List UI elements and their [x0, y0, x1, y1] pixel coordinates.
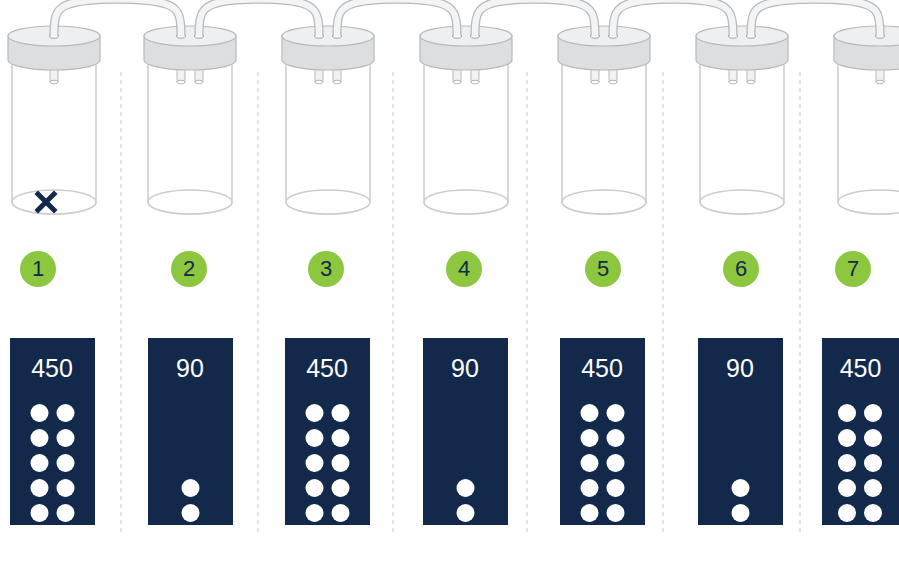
- dot: [305, 504, 323, 522]
- node-text: 450: [285, 338, 370, 381]
- node-text: 90: [423, 338, 508, 381]
- dot: [56, 404, 74, 422]
- dot: [305, 454, 323, 472]
- dot: [331, 504, 349, 522]
- tube: [751, 0, 880, 36]
- tube: [199, 0, 319, 36]
- dot: [580, 429, 598, 447]
- dot: [731, 479, 749, 497]
- dot: [864, 479, 882, 497]
- column-divider: [393, 72, 394, 535]
- dot: [838, 504, 856, 522]
- value-card: 90: [698, 338, 783, 525]
- column-divider: [121, 72, 122, 535]
- column-divider: [663, 72, 664, 535]
- node-text: 7: [847, 258, 859, 280]
- step-number-badge: 3: [308, 251, 344, 287]
- column-divider: [527, 72, 528, 535]
- column-divider: [800, 72, 801, 535]
- step-number-badge: 5: [585, 251, 621, 287]
- bottle: [8, 26, 100, 214]
- dot: [580, 504, 598, 522]
- value-card: 450: [822, 338, 899, 525]
- dot: [456, 504, 474, 522]
- dot: [30, 504, 48, 522]
- column-divider: [258, 72, 259, 535]
- dot: [56, 429, 74, 447]
- dot: [838, 429, 856, 447]
- dot: [30, 454, 48, 472]
- dot: [580, 404, 598, 422]
- node-text: 4: [458, 258, 470, 280]
- step-number-badge: 7: [835, 251, 871, 287]
- dot: [864, 504, 882, 522]
- dot: [56, 454, 74, 472]
- dot: [838, 404, 856, 422]
- value-card: 450: [560, 338, 645, 525]
- dot: [305, 479, 323, 497]
- node-text: 450: [10, 338, 95, 381]
- step-number-badge: 1: [20, 251, 56, 287]
- node-text: 2: [183, 258, 195, 280]
- bottle: [834, 26, 899, 214]
- dot: [181, 479, 199, 497]
- dot: [305, 404, 323, 422]
- tube: [54, 0, 181, 36]
- dot: [606, 429, 624, 447]
- node-text: 450: [560, 338, 645, 381]
- node-text: 90: [148, 338, 233, 381]
- value-card: 450: [285, 338, 370, 525]
- dot: [606, 454, 624, 472]
- node-text: 3: [320, 258, 332, 280]
- dot: [30, 479, 48, 497]
- tube: [475, 0, 595, 36]
- x-marker: [38, 194, 54, 210]
- dot: [838, 479, 856, 497]
- dot: [606, 404, 624, 422]
- value-card: 90: [148, 338, 233, 525]
- bottle: [696, 26, 788, 214]
- bottle: [282, 26, 374, 214]
- dot: [30, 429, 48, 447]
- dot: [331, 404, 349, 422]
- node-text: 1: [32, 258, 44, 280]
- dot: [864, 454, 882, 472]
- node-text: 90: [698, 338, 783, 381]
- dot: [456, 479, 474, 497]
- tube: [337, 0, 457, 36]
- node-text: 5: [597, 258, 609, 280]
- dot: [864, 404, 882, 422]
- dot: [305, 429, 323, 447]
- step-number-badge: 6: [723, 251, 759, 287]
- dot: [580, 454, 598, 472]
- dot: [580, 479, 598, 497]
- bottle: [420, 26, 512, 214]
- dot: [731, 504, 749, 522]
- node-text: 450: [822, 338, 899, 381]
- bottle: [558, 26, 650, 214]
- dot: [331, 429, 349, 447]
- dot: [331, 454, 349, 472]
- dot: [56, 479, 74, 497]
- step-number-badge: 2: [171, 251, 207, 287]
- dot: [606, 479, 624, 497]
- dot: [30, 404, 48, 422]
- bottle: [144, 26, 236, 214]
- step-number-badge: 4: [446, 251, 482, 287]
- tube: [613, 0, 733, 36]
- dot: [56, 504, 74, 522]
- dot: [606, 504, 624, 522]
- value-card: 450: [10, 338, 95, 525]
- value-card: 90: [423, 338, 508, 525]
- dot: [331, 479, 349, 497]
- dot: [864, 429, 882, 447]
- node-text: 6: [735, 258, 747, 280]
- dot: [838, 454, 856, 472]
- dot: [181, 504, 199, 522]
